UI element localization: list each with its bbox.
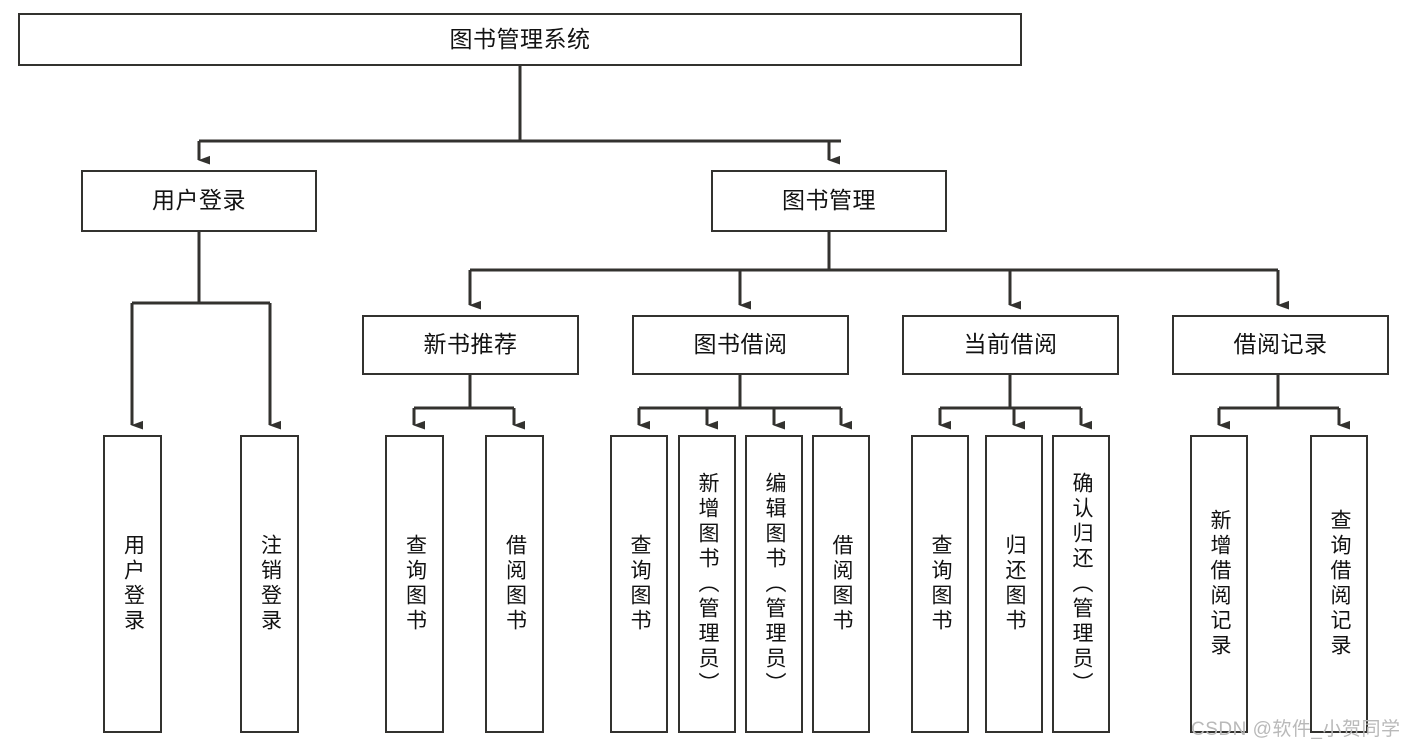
node-label: 新书推荐: [423, 331, 518, 358]
node-label: 借阅记录: [1233, 331, 1328, 358]
node-book-management-system[interactable]: 图书管理系统: [18, 13, 1022, 66]
node-label: 图书借阅: [693, 331, 788, 358]
node-current-borrowing[interactable]: 当前借阅: [902, 315, 1119, 375]
node-label: 查询图书: [628, 534, 652, 634]
leaf-node[interactable]: 编辑图书（管理员）: [745, 435, 803, 733]
node-book-management[interactable]: 图书管理: [711, 170, 947, 232]
node-label: 确认归还（管理员）: [1070, 471, 1094, 697]
leaf-node[interactable]: 借阅图书: [812, 435, 870, 733]
node-label: 归还图书: [1003, 534, 1027, 634]
leaf-node[interactable]: 查询图书: [610, 435, 668, 733]
node-label: 查询借阅记录: [1328, 509, 1352, 659]
leaf-node[interactable]: 查询借阅记录: [1310, 435, 1368, 733]
node-new-book-recommendation[interactable]: 新书推荐: [362, 315, 579, 375]
node-label: 新增图书（管理员）: [696, 471, 720, 697]
leaf-node[interactable]: 借阅图书: [485, 435, 544, 733]
leaf-node[interactable]: 归还图书: [985, 435, 1043, 733]
leaf-node[interactable]: 新增借阅记录: [1190, 435, 1248, 733]
node-label: 查询图书: [403, 534, 427, 634]
leaf-node[interactable]: 查询图书: [911, 435, 969, 733]
node-label: 新增借阅记录: [1208, 509, 1232, 659]
node-label: 注销登录: [258, 534, 282, 634]
leaf-node[interactable]: 查询图书: [385, 435, 444, 733]
node-label: 图书管理系统: [449, 25, 591, 52]
node-label: 编辑图书（管理员）: [763, 471, 787, 697]
node-borrowing-record[interactable]: 借阅记录: [1172, 315, 1389, 375]
csdn-watermark: CSDN @软件_小贺同学: [1191, 719, 1401, 740]
node-book-borrowing[interactable]: 图书借阅: [632, 315, 849, 375]
node-label: 查询图书: [929, 534, 953, 634]
node-label: 借阅图书: [503, 534, 527, 634]
node-label: 用户登录: [152, 187, 246, 214]
leaf-node[interactable]: 注销登录: [240, 435, 299, 733]
leaf-node[interactable]: 用户登录: [103, 435, 162, 733]
node-label: 借阅图书: [830, 534, 854, 634]
node-label: 用户登录: [121, 534, 145, 634]
leaf-node[interactable]: 确认归还（管理员）: [1052, 435, 1110, 733]
node-user-login[interactable]: 用户登录: [81, 170, 317, 232]
node-label: 当前借阅: [963, 331, 1058, 358]
leaf-node[interactable]: 新增图书（管理员）: [678, 435, 736, 733]
node-label: 图书管理: [782, 187, 876, 214]
